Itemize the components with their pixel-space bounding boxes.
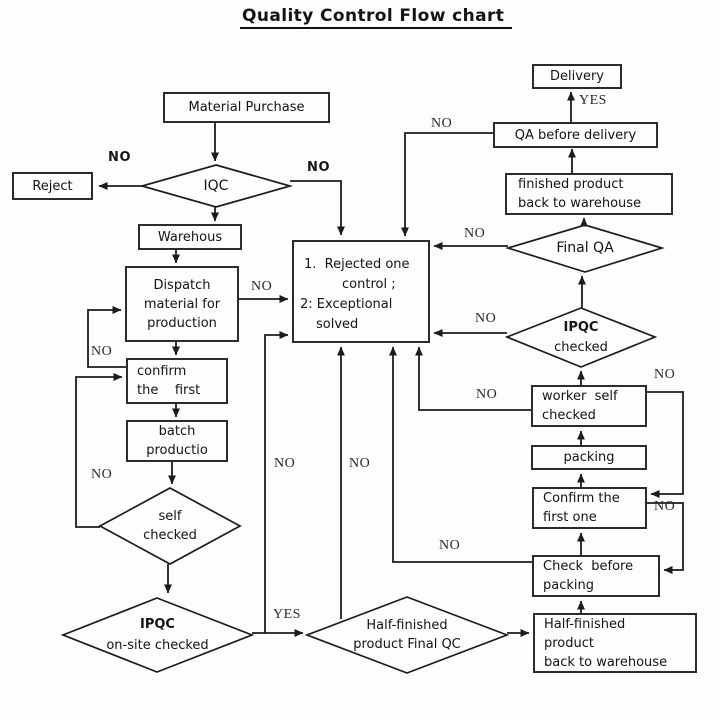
node-label: back to warehouse bbox=[518, 196, 642, 211]
node-label: productio bbox=[146, 443, 208, 458]
node-dispatch-material: Dispatch material for production bbox=[125, 266, 239, 342]
node-label: worker self bbox=[542, 389, 618, 404]
node-label: 2: Exceptional bbox=[300, 296, 393, 312]
node-label: Confirm the bbox=[543, 491, 620, 506]
page-title: Quality Control Flow chart bbox=[240, 6, 513, 29]
diamond-iqc bbox=[138, 164, 294, 208]
node-label: Delivery bbox=[550, 69, 604, 84]
node-confirm-the-first: confirm the first bbox=[126, 358, 228, 404]
node-confirm-first-one: Confirm the first one bbox=[532, 487, 647, 529]
node-label: Warehous bbox=[157, 229, 223, 245]
node-delivery: Delivery bbox=[532, 64, 622, 89]
edge-label-onsite-no: NO bbox=[274, 456, 296, 471]
edge-label-finalqa-no: NO bbox=[464, 226, 486, 241]
node-label: first one bbox=[543, 510, 597, 525]
edge-label-halfqc-no: NO bbox=[349, 456, 371, 471]
diamond-final-qa bbox=[505, 224, 665, 273]
node-label: the first bbox=[137, 383, 201, 398]
node-label: confirm bbox=[137, 364, 187, 379]
edge-label-iqc-right-no: NO bbox=[307, 160, 331, 175]
node-label: production bbox=[147, 315, 217, 331]
node-label: packing bbox=[543, 578, 594, 593]
edge-confirm-no-dispatch bbox=[87, 306, 126, 368]
edge-label-dispatch-no: NO bbox=[251, 279, 273, 294]
edge-qa-no-central bbox=[401, 132, 493, 237]
node-label: QA before delivery bbox=[514, 127, 637, 143]
node-label: finished product bbox=[518, 177, 624, 192]
node-label: Half-finished bbox=[544, 616, 626, 632]
diamond-ipqc-checked bbox=[504, 307, 658, 368]
diamond-self-checked bbox=[98, 487, 242, 565]
node-label: Check before bbox=[543, 559, 634, 574]
node-reject: Reject bbox=[12, 172, 93, 200]
node-batch-production: batch productio bbox=[126, 420, 228, 462]
edge-label-qa-no: NO bbox=[431, 116, 453, 131]
edge-label-workerself-right-no: NO bbox=[654, 367, 676, 382]
node-label: batch bbox=[158, 424, 196, 439]
edge-label-checkpacking-no: NO bbox=[439, 538, 461, 553]
node-label: back to warehouse bbox=[544, 654, 668, 670]
edge-workerself-no-central bbox=[415, 346, 531, 411]
node-material-purchase: Material Purchase bbox=[163, 92, 330, 123]
node-worker-self-checked: worker self checked bbox=[531, 385, 647, 427]
node-label: material for bbox=[143, 296, 221, 312]
node-label: Dispatch bbox=[153, 277, 211, 293]
edge-label-confirmone-right-no: NO bbox=[654, 499, 676, 514]
edge-label-workerself-left-no: NO bbox=[476, 387, 498, 402]
edge-label-qa-yes: YES bbox=[579, 93, 607, 108]
edge-ipqconsite-no-central bbox=[264, 331, 289, 633]
node-label: Material Purchase bbox=[188, 100, 305, 115]
edge-label-self-loop-no: NO bbox=[91, 467, 113, 482]
node-packing: packing bbox=[531, 445, 647, 470]
node-check-before-packing: Check before packing bbox=[532, 555, 660, 597]
edge-iqc-no-central bbox=[290, 180, 345, 236]
edge-label-ipqcchecked-no: NO bbox=[475, 311, 497, 326]
node-label: product bbox=[544, 635, 595, 651]
edge-label-iqc-reject-no: NO bbox=[108, 150, 132, 165]
edge-selfchecked-no-confirm bbox=[75, 373, 123, 528]
diamond-half-finished-qc bbox=[304, 596, 510, 674]
node-label: packing bbox=[563, 450, 615, 465]
edge-workerself-no-confirmone bbox=[647, 391, 684, 498]
node-label: 1. Rejected one bbox=[304, 256, 410, 272]
edge-confirmone-no-checkpacking bbox=[647, 502, 684, 574]
node-rejected-exceptional: 1. Rejected one control ; 2: Exceptional… bbox=[292, 240, 430, 343]
node-label: solved bbox=[316, 316, 359, 332]
edge-label-confirm-loop-no: NO bbox=[91, 344, 113, 359]
edge-checkpacking-no-central bbox=[389, 346, 532, 563]
diamond-ipqc-onsite bbox=[60, 597, 255, 673]
node-half-finished-warehouse: Half-finished product back to warehouse bbox=[533, 613, 697, 673]
node-label: checked bbox=[542, 408, 596, 423]
node-qa-before-delivery: QA before delivery bbox=[493, 122, 658, 148]
node-label: Reject bbox=[32, 178, 73, 194]
node-warehouse: Warehous bbox=[138, 224, 242, 250]
node-label: control ; bbox=[342, 276, 396, 292]
node-finished-product-warehouse: finished product back to warehouse bbox=[505, 173, 673, 215]
edge-label-onsite-yes: YES bbox=[273, 607, 301, 622]
